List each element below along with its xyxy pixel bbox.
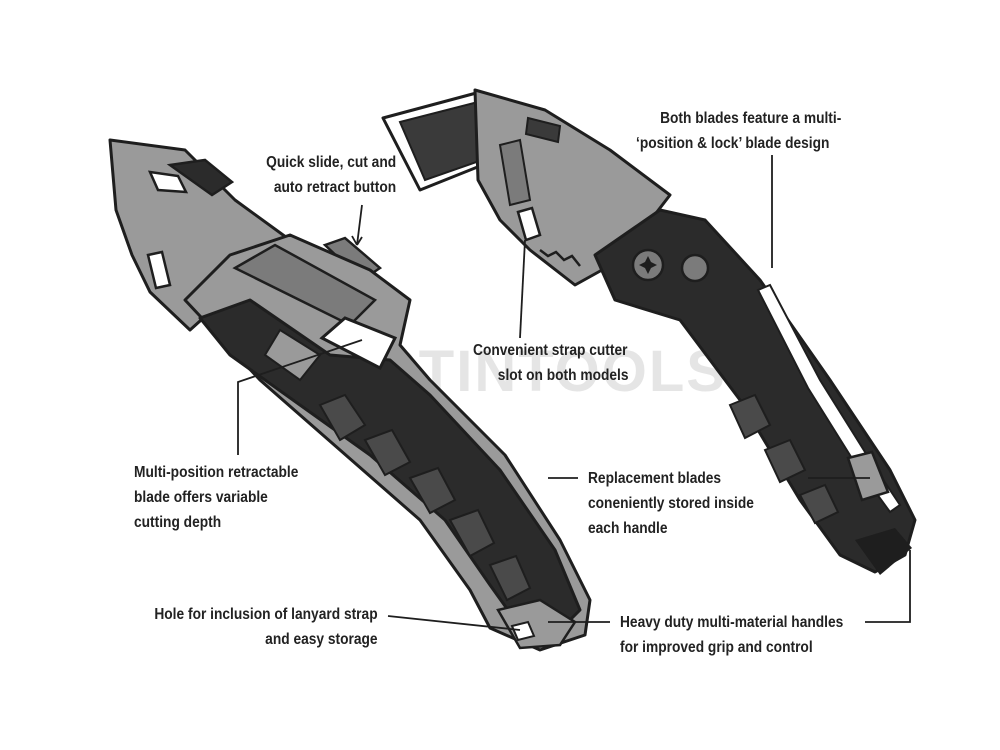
leader-quick-slide (356, 204, 363, 246)
handle-rib (763, 438, 807, 484)
callout-line: blade offers variable (134, 489, 268, 506)
folding-knife-handle (593, 208, 917, 574)
callout-line: Replacement blades (588, 470, 722, 487)
callout-line: Heavy duty multi-material handles (620, 614, 844, 631)
leader-lines (237, 155, 911, 631)
callout-line: and easy storage (265, 631, 378, 648)
lanyard-hole (510, 620, 536, 642)
leader-lanyard (387, 615, 521, 631)
head-grip-lines (498, 138, 532, 207)
callout-line: cutting depth (134, 514, 222, 531)
replacement-blade-window (846, 450, 890, 502)
lock-screw (680, 253, 710, 283)
leader-multi-position (237, 339, 363, 455)
nose-slot (147, 170, 189, 194)
blade-lock-slot (524, 116, 562, 144)
grip-rib (488, 554, 532, 602)
grip-rib (408, 466, 457, 515)
left-strap-notch (146, 250, 172, 290)
callout-lanyard: Hole for inclusion of lanyard strap and … (155, 602, 378, 652)
handle-rib (728, 393, 772, 440)
grip-rib (448, 508, 496, 558)
serrated-edge (539, 249, 581, 267)
grip-rail (263, 328, 322, 382)
retractable-knife (108, 138, 592, 652)
torx-screw-icon (639, 256, 657, 274)
leader-heavy-duty (548, 550, 911, 623)
callout-line: auto retract button (273, 179, 396, 196)
folding-knife-endcap (855, 528, 912, 575)
callout-strap-cutter: Convenient strap cutter slot on both mod… (472, 338, 629, 388)
callout-line: Convenient strap cutter (473, 342, 628, 359)
folding-knife (381, 88, 917, 575)
callout-replacement: Replacement blades coneniently stored in… (588, 466, 754, 541)
grip-rib (363, 428, 412, 477)
callout-line: coneniently stored inside (588, 495, 754, 512)
callout-line: Both blades feature a multi- (660, 110, 842, 127)
callout-heavy-duty: Heavy duty multi-material handles for im… (620, 610, 843, 660)
leader-strap-cutter (519, 239, 526, 339)
leader-quick-slide-arrow (351, 235, 363, 246)
slide-button (166, 158, 235, 197)
callout-quick-slide: Quick slide, cut and auto retract button (266, 150, 396, 200)
right-strap-notch (516, 206, 542, 242)
callout-line: for improved grip and control (620, 639, 813, 656)
handle-rib (798, 483, 840, 525)
grip-rib (318, 393, 367, 442)
blade-track (232, 243, 378, 327)
callout-multi-position: Multi-position retractable blade offers … (134, 460, 298, 535)
callout-line: each handle (588, 520, 668, 537)
callout-line: ‘position & lock’ blade design (636, 135, 830, 152)
callout-position-lock: Both blades feature a multi- ‘position &… (636, 106, 841, 156)
callout-line: slot on both models (497, 367, 629, 384)
callout-line: Quick slide, cut and (266, 154, 396, 171)
callout-line: Multi-position retractable (134, 464, 299, 481)
callout-line: Hole for inclusion of lanyard strap (154, 606, 378, 623)
retract-button-highlight (319, 316, 398, 371)
